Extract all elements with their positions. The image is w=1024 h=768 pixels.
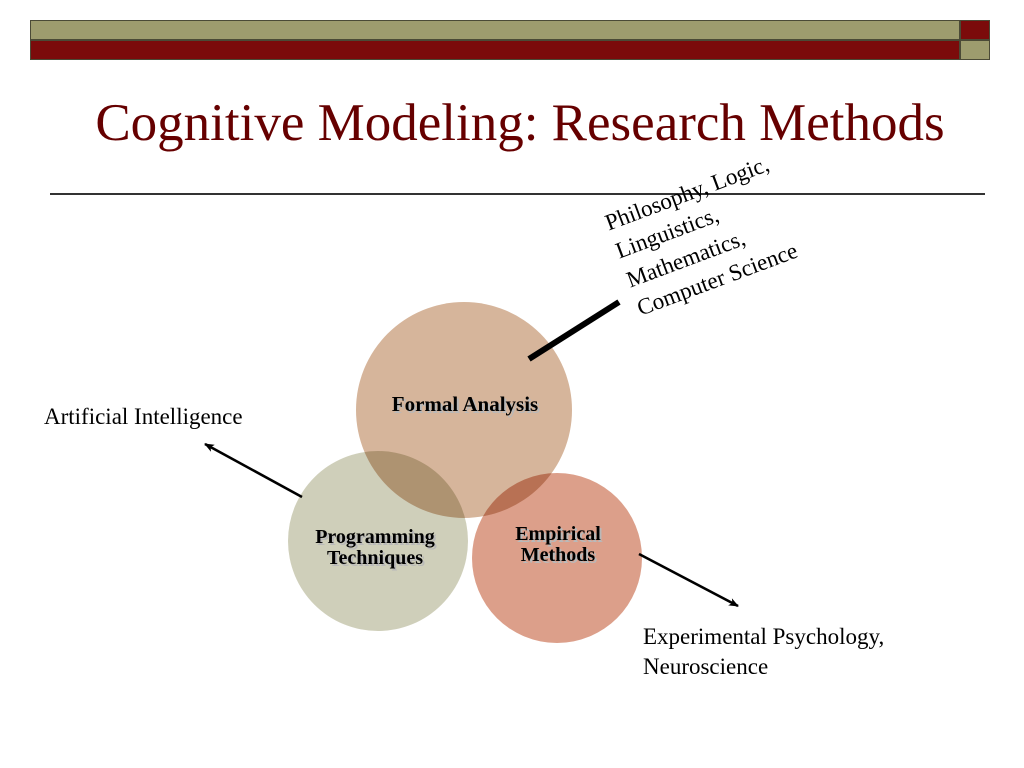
header-band-top-row bbox=[30, 20, 990, 40]
connector-arrow-experimental-psychology bbox=[638, 552, 739, 608]
header-band-bottom-row bbox=[30, 40, 990, 60]
connector-line-philosophy bbox=[527, 299, 621, 362]
connector-arrow-artificial-intelligence bbox=[204, 442, 303, 499]
venn-circle-programming-techniques bbox=[288, 451, 468, 631]
header-decorative-band bbox=[30, 20, 990, 60]
header-band-bottom-long bbox=[30, 40, 960, 60]
title-underline-rule bbox=[50, 193, 985, 195]
annotation-experimental-psychology-line1: Experimental Psychology, bbox=[643, 624, 885, 649]
annotation-experimental-psychology: Experimental Psychology, Neuroscience bbox=[643, 622, 973, 682]
slide-title: Cognitive Modeling: Research Methods bbox=[95, 94, 945, 152]
header-band-bottom-cap bbox=[960, 40, 990, 60]
header-band-top-long bbox=[30, 20, 960, 40]
annotation-experimental-psychology-line2: Neuroscience bbox=[643, 653, 769, 679]
venn-circle-empirical-methods bbox=[472, 473, 642, 643]
annotation-artificial-intelligence: Artificial Intelligence bbox=[44, 404, 243, 429]
header-band-top-cap bbox=[960, 20, 990, 40]
